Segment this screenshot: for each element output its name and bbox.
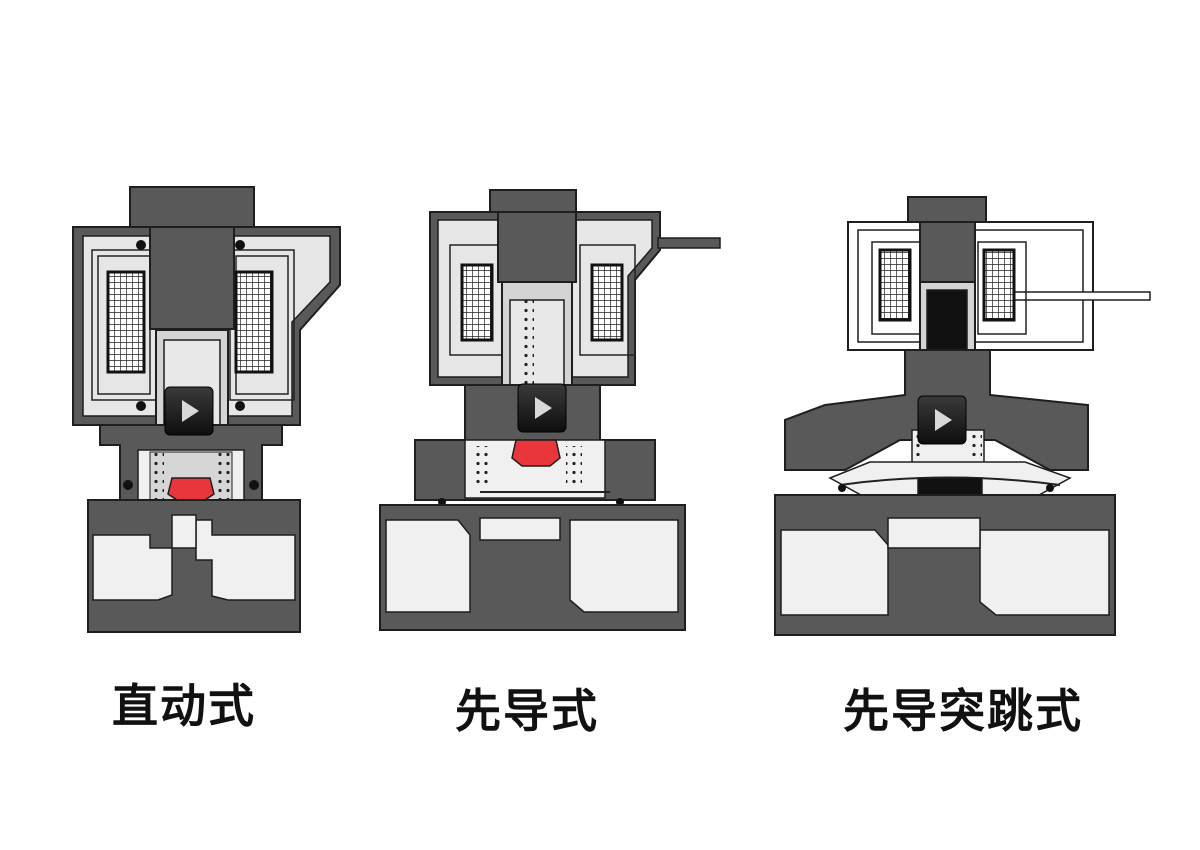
pilot-snap-valve-diagram (774, 196, 1151, 636)
valve-pilot-operated (370, 0, 740, 660)
caption-direct-acting: 直动式 (112, 679, 256, 733)
stop-plug (497, 211, 577, 283)
caption-pilot-snap: 先导突跳式 (843, 684, 1083, 738)
play-icon (935, 409, 952, 431)
coil-winding-right (234, 270, 274, 374)
play-button[interactable] (164, 386, 214, 436)
play-icon (182, 400, 199, 422)
spring-left (150, 452, 164, 500)
spring-right (218, 452, 232, 500)
direct-acting-valve-diagram (72, 186, 341, 633)
caption-pilot-operated: 先导式 (455, 684, 599, 738)
wire-lead (657, 237, 721, 249)
valve-direct-acting (0, 0, 360, 660)
valve-pilot-snap (770, 0, 1160, 660)
play-icon (535, 397, 552, 419)
coil-winding-left (878, 248, 912, 322)
pilot-operated-valve-diagram (379, 189, 721, 631)
valve-seal (167, 477, 215, 503)
spring (520, 300, 534, 395)
stop-plug (919, 221, 976, 283)
play-button[interactable] (517, 383, 567, 433)
coil-winding-left (460, 263, 494, 342)
play-button[interactable] (917, 395, 967, 445)
coil-winding-right (982, 248, 1016, 322)
stop-plug (149, 226, 235, 330)
coil-winding-right (590, 263, 624, 342)
top-cap (129, 186, 255, 233)
pilot-seal (511, 439, 561, 467)
wire-lead (1009, 291, 1151, 301)
coil-winding-left (106, 270, 146, 374)
